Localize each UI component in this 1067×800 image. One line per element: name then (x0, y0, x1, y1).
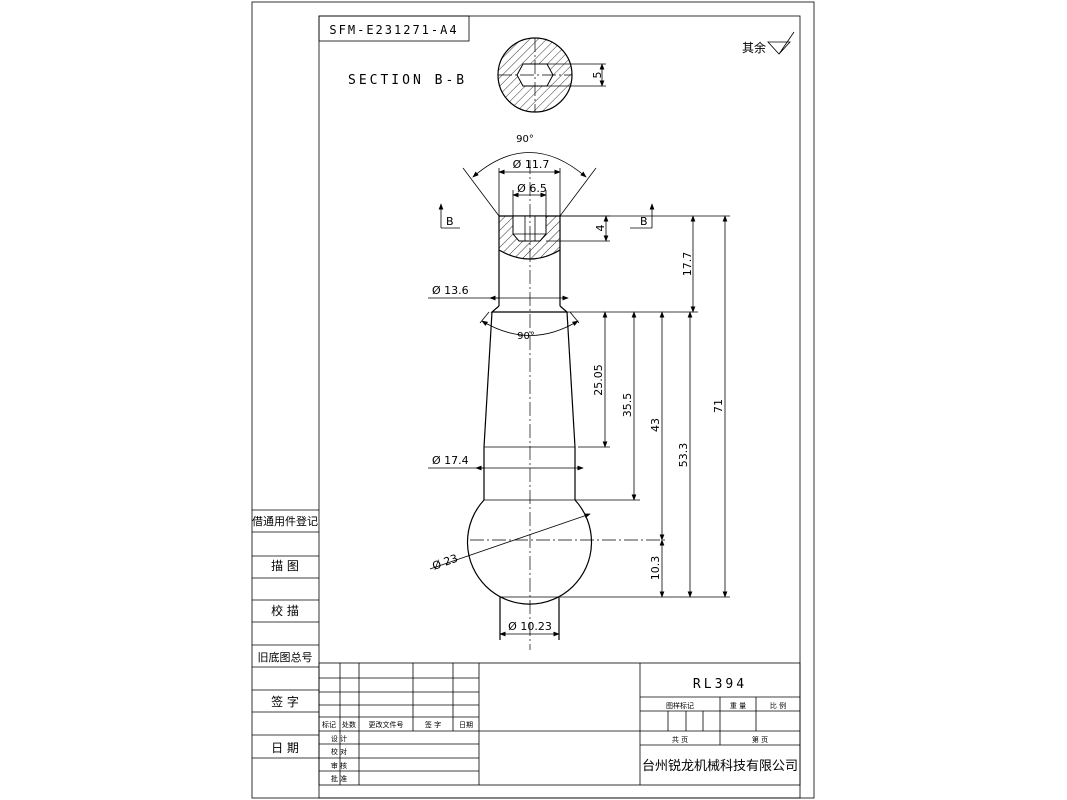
dim-angle-mid: 90° (517, 331, 535, 342)
sheet-number-label: 第 页 (752, 735, 768, 744)
col-label-mark: 标记 (322, 720, 336, 729)
title-block: 标记 处数 更改文件号 签 字 日期 设 计 校 对 审 核 批 准 RL394… (318, 662, 801, 786)
row-label-approve: 批 准 (331, 774, 347, 783)
weight-label: 重 量 (730, 702, 746, 710)
roughness-note: 其余 (742, 31, 795, 55)
row-label-check: 校 对 (331, 747, 347, 756)
total-sheets-label: 共 页 (672, 735, 688, 744)
dim-len-10-3: 10.3 (649, 556, 662, 581)
company-name: 台州锐龙机械科技有限公司 (642, 759, 798, 774)
drawing-number-box: SFM-E231271-A4 (318, 15, 470, 42)
part-number: RL394 (693, 677, 747, 692)
dim-dia-23: Ø 23 (431, 552, 460, 573)
roughness-text: 其余 (742, 40, 766, 55)
section-b-b-view: SECTION B-B 5 (348, 37, 606, 113)
dim-section-flat: 5 (591, 72, 604, 79)
side-label-2: 描 图 (271, 559, 299, 573)
drawing-number: SFM-E231271-A4 (329, 23, 458, 37)
side-registration-panel: 借通用件登记 描 图 校 描 旧底图总号 签 字 日 期 (252, 509, 319, 759)
sheet-border (251, 1, 815, 799)
side-label-5: 签 字 (271, 694, 299, 709)
dim-dia-11-7: Ø 11.7 (513, 158, 550, 171)
dim-dia-13-6: Ø 13.6 (432, 284, 469, 297)
main-part-view: 90° Ø 11.7 Ø 6.5 B B 4 (428, 134, 730, 650)
section-marker-right: B (640, 215, 648, 228)
dim-dia-17-4: Ø 17.4 (432, 454, 469, 467)
dim-angle-top: 90° (516, 134, 534, 145)
dim-dia-6-5: Ø 6.5 (517, 182, 547, 195)
side-label-1: 借通用件登记 (252, 514, 318, 528)
dim-len-43: 43 (649, 418, 662, 432)
stage-mark-label: 图样标记 (666, 701, 694, 710)
dim-len-71: 71 (712, 399, 725, 413)
side-label-4: 旧底图总号 (258, 650, 313, 664)
section-marker-left: B (446, 215, 454, 228)
scale-label: 比 例 (770, 701, 786, 710)
section-label: SECTION B-B (348, 73, 467, 88)
col-label-date: 日期 (459, 721, 473, 729)
col-label-sign: 签 字 (425, 720, 441, 729)
row-label-review: 审 核 (331, 761, 347, 770)
dim-len-25-05: 25.05 (592, 364, 605, 396)
dim-len-17-7: 17.7 (681, 252, 694, 277)
dim-len-35-5: 35.5 (621, 393, 634, 418)
row-label-design: 设 计 (331, 734, 347, 743)
dim-len-53-3: 53.3 (677, 443, 690, 468)
dim-depth-4: 4 (594, 225, 607, 232)
col-label-change-doc: 更改文件号 (369, 720, 404, 729)
side-label-3: 校 描 (271, 603, 299, 618)
side-label-6: 日 期 (271, 741, 299, 755)
col-label-count: 处数 (342, 720, 356, 729)
roughness-symbol-icon (767, 31, 795, 55)
